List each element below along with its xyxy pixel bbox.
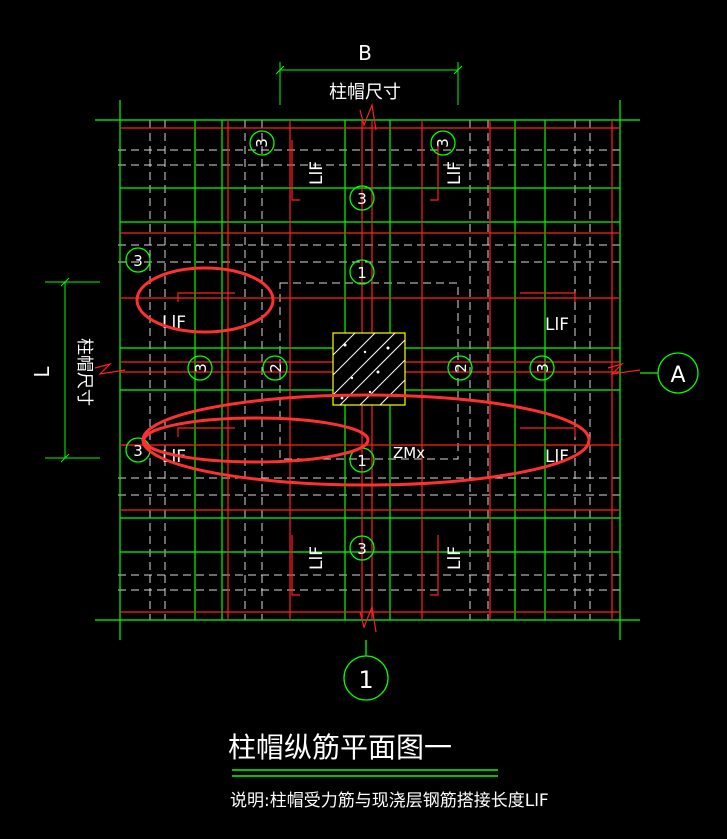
mark-3: 3 [133, 442, 143, 460]
dimension-top [275, 62, 463, 105]
drawing-title: 柱帽纵筋平面图一 [228, 731, 452, 764]
highlight-annotations [135, 266, 591, 487]
axis-bubbles [343, 352, 699, 701]
drawing-note: 说明:柱帽受力筋与现浇层钢筋搭接长度LlF [230, 791, 549, 811]
mark-3: 3 [192, 363, 210, 373]
dimension-left-text: 柱帽尺寸 [74, 338, 94, 406]
dimension-left-symbol: L [30, 366, 54, 378]
rebar-lines [120, 120, 620, 620]
dimension-top-text: 柱帽尺寸 [329, 82, 401, 103]
dimension-left [45, 277, 100, 463]
lap-label: LlF [545, 315, 569, 335]
dashed-grid [118, 120, 622, 620]
mark-3: 3 [253, 138, 271, 148]
mark-3: 3 [534, 363, 552, 373]
column-label: ZMx [393, 444, 425, 462]
title-underline [232, 769, 498, 777]
mark-2: 2 [267, 363, 285, 373]
mark-3: 3 [357, 540, 367, 558]
mark-1: 1 [357, 264, 367, 282]
dimension-top-symbol: B [358, 41, 372, 65]
rebar-mark-labels: 3 3 3 3 1 3 2 2 3 3 1 3 [133, 138, 552, 558]
mark-2: 2 [452, 363, 470, 373]
mark-3: 3 [133, 252, 143, 270]
lap-label: LlF [445, 546, 465, 570]
axis-label-1: 1 [358, 666, 373, 694]
mark-3: 3 [357, 190, 367, 208]
mark-1: 1 [357, 452, 367, 470]
mark-3: 3 [434, 138, 452, 148]
lap-label: LlF [445, 161, 465, 185]
lap-label: LlF [307, 546, 327, 570]
lap-label: LlF [307, 161, 327, 185]
axis-label-a: A [670, 363, 685, 388]
lap-labels: LlF LlF LlF LlF LlF LlF LlF LlF [162, 161, 569, 570]
axis-breaks [94, 102, 641, 633]
